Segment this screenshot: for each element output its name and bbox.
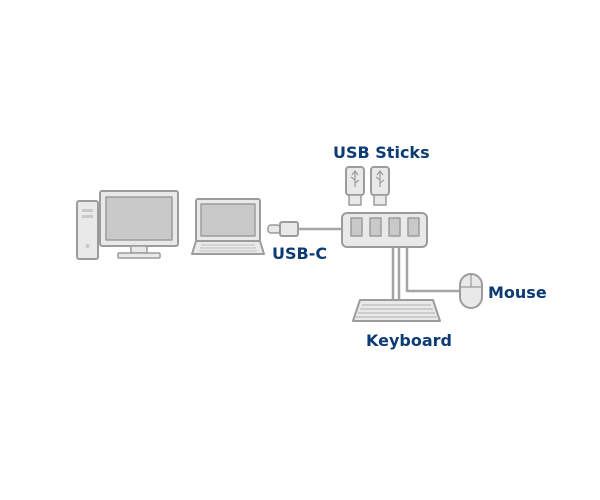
- mouse-icon: [459, 273, 483, 309]
- usb-hub-icon: [341, 212, 428, 248]
- usb-stick-icon: [370, 166, 390, 206]
- cables: [298, 227, 462, 300]
- usb-c-plug-icon: [267, 221, 299, 237]
- desktop-tower-icon: [76, 200, 99, 260]
- laptop-icon: [191, 198, 265, 255]
- mouse-label: Mouse: [488, 283, 547, 302]
- mouse-cable: [405, 247, 462, 293]
- usb-stick-icon: [345, 166, 365, 206]
- usb-sticks-label: USB Sticks: [333, 143, 430, 162]
- monitor-icon: [99, 190, 179, 259]
- usb-c-label: USB-C: [272, 244, 327, 263]
- keyboard-label: Keyboard: [366, 331, 452, 350]
- keyboard-icon: [352, 299, 441, 322]
